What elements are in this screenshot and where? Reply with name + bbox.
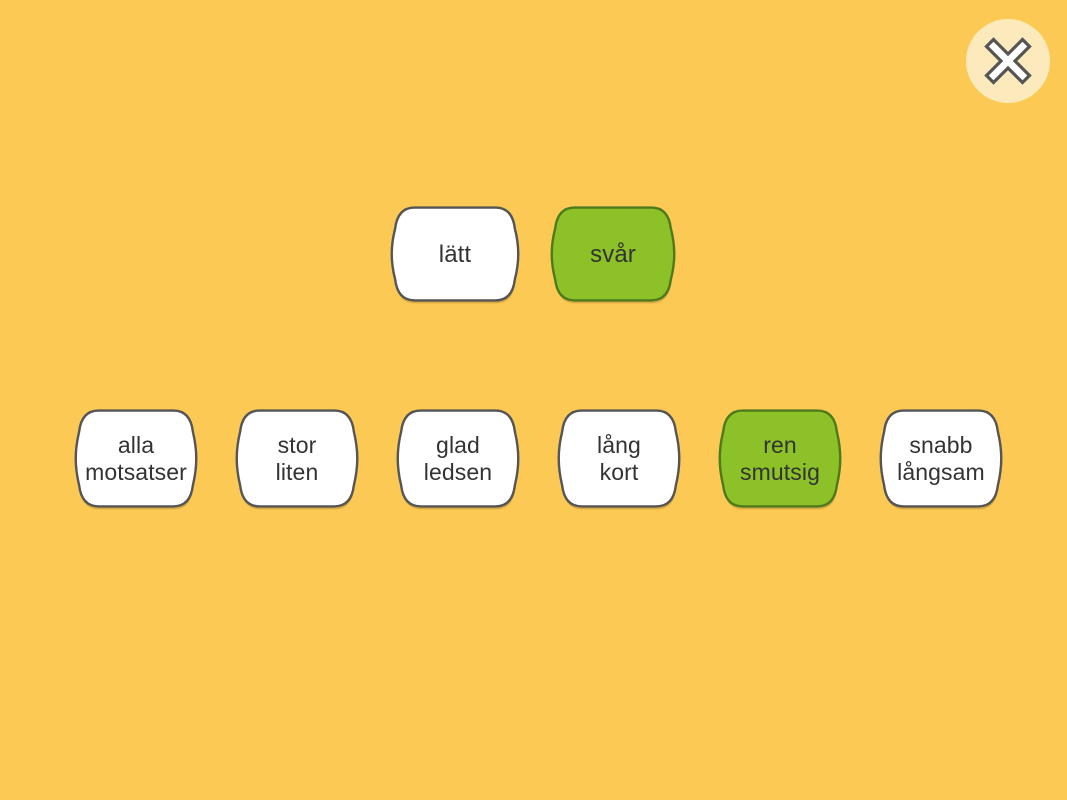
card-latt[interactable]: lätt [390, 206, 520, 304]
card-shape [74, 409, 198, 510]
close-x-icon [966, 19, 1050, 103]
close-button[interactable] [966, 19, 1050, 103]
card-shape [718, 409, 842, 510]
card-shape [879, 409, 1003, 510]
card-svar[interactable]: svår [550, 206, 676, 304]
card-shape [550, 206, 676, 304]
card-shape [390, 206, 520, 304]
card-shape [235, 409, 359, 510]
card-shape [396, 409, 520, 510]
card-shape [557, 409, 681, 510]
